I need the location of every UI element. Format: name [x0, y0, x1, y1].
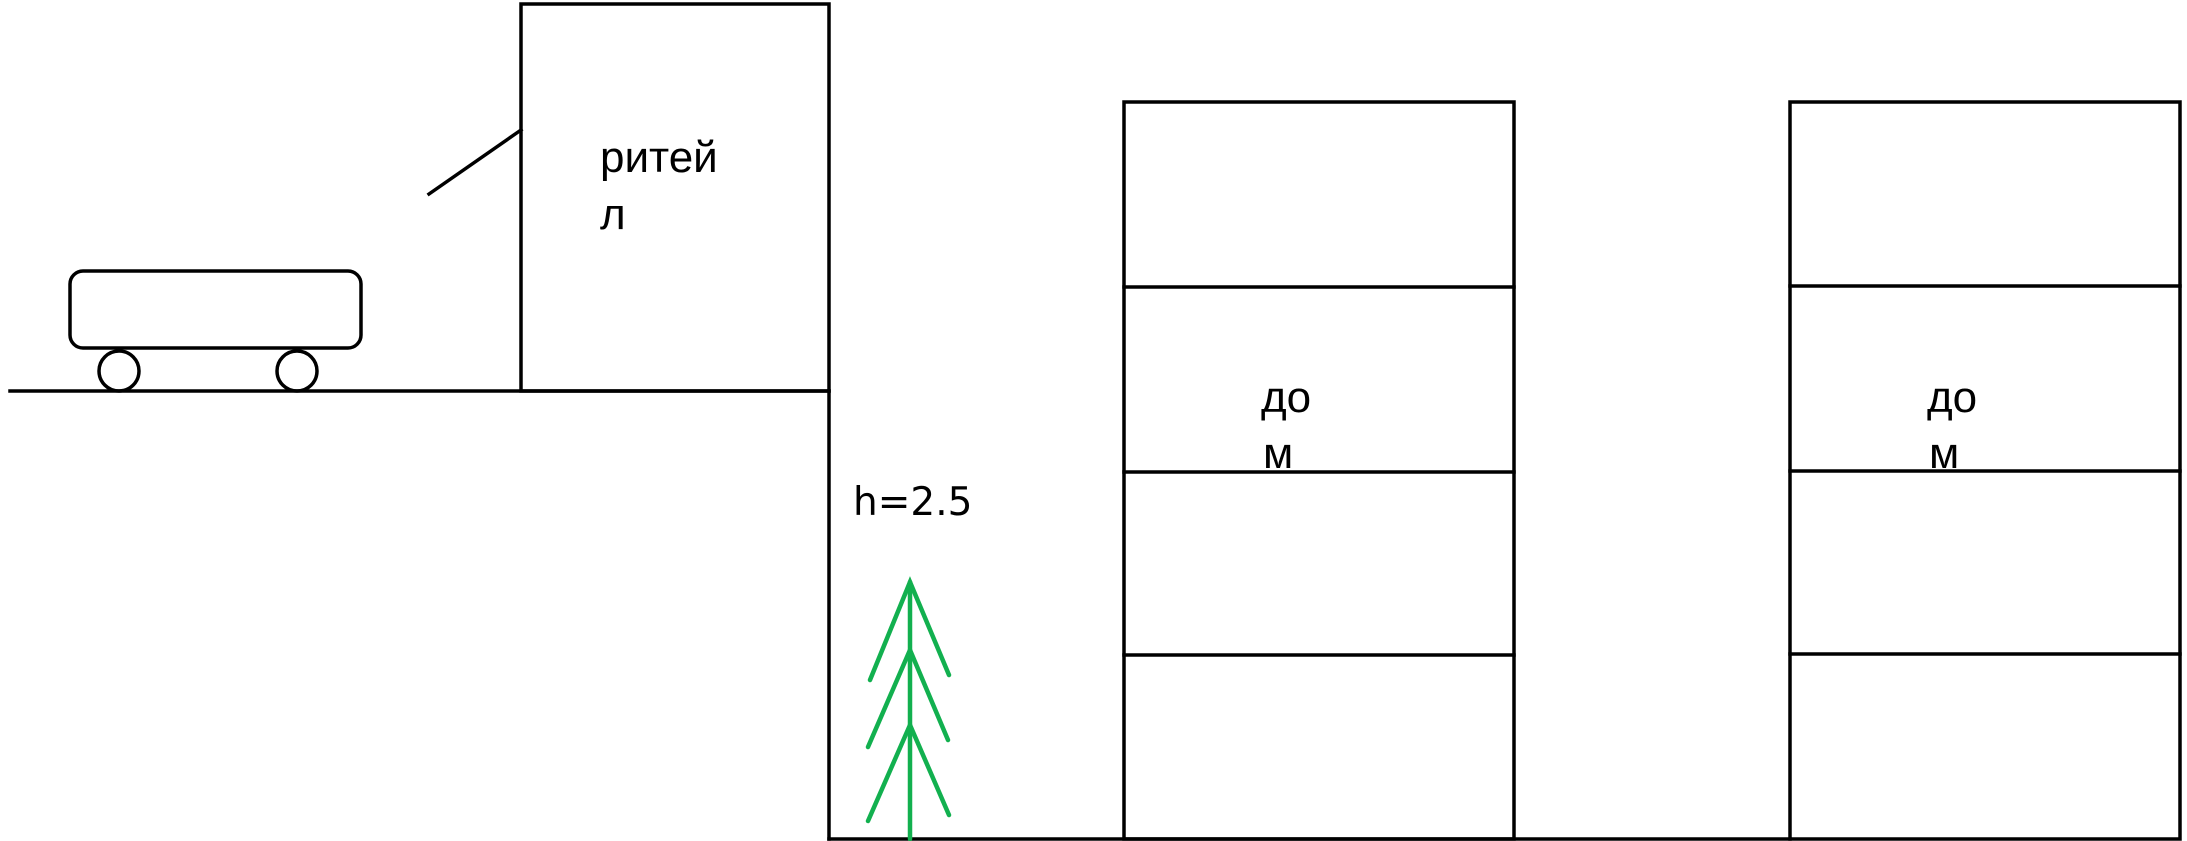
- repeater-antenna: [426, 127, 524, 197]
- tree-branch-bottom: [865, 719, 952, 824]
- house-left: до м: [1122, 100, 1516, 841]
- repeater-label-line-2: л: [600, 190, 626, 239]
- repeater-building: ритей л: [426, 2, 831, 393]
- house-right: до м: [1788, 100, 2182, 841]
- house-left-label-line-1: до: [1261, 373, 1311, 422]
- wagon-body: [68, 269, 363, 350]
- house-left-label-line-2: м: [1263, 429, 1293, 478]
- house-right-label-line-1: до: [1927, 373, 1977, 422]
- wagon-wheel-left: [97, 349, 141, 393]
- wagon: [68, 269, 363, 393]
- house-right-label-line-2: м: [1929, 429, 1959, 478]
- tree-branch-top: [867, 576, 952, 683]
- tree-branch-middle: [865, 644, 951, 750]
- repeater-building-box: [519, 2, 831, 393]
- tree-icon: [865, 576, 952, 841]
- wagon-wheel-right: [275, 349, 319, 393]
- repeater-label-line-1: ритей: [600, 133, 718, 182]
- height-label: h=2.5: [853, 480, 972, 525]
